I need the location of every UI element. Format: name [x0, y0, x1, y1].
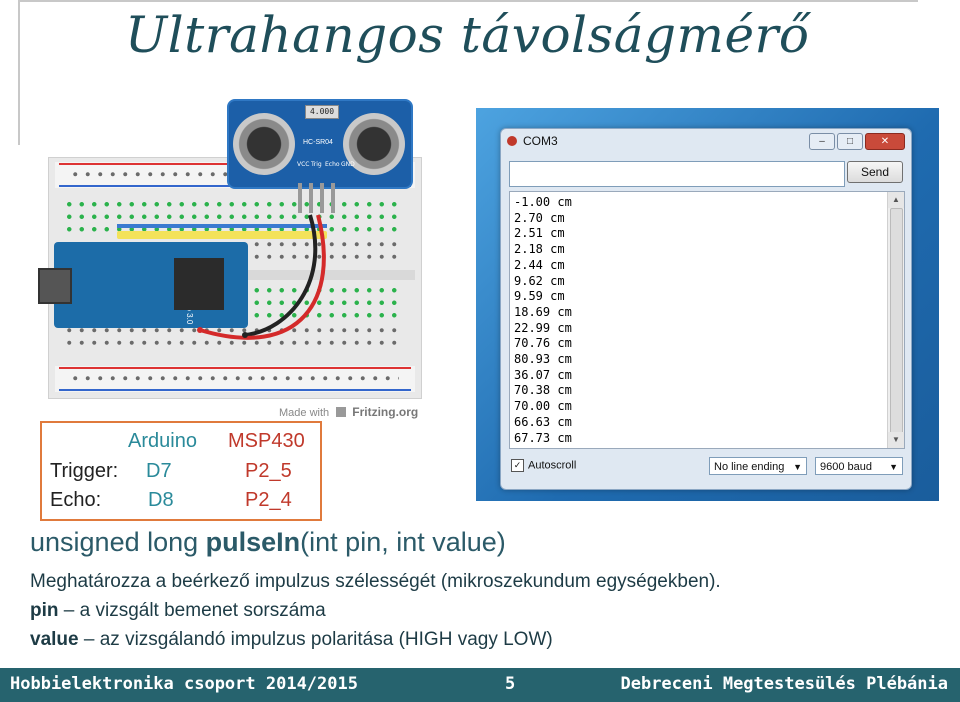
- autoscroll-option[interactable]: ✓ Autoscroll: [511, 459, 576, 472]
- output-line: 2.70 cm: [514, 210, 565, 225]
- pin-label-gnd: GND: [341, 161, 355, 168]
- scroll-thumb[interactable]: [890, 208, 903, 434]
- description-line-1: Meghatározza a beérkező impulzus széless…: [30, 571, 721, 592]
- function-args: (int pin, int value): [300, 527, 506, 557]
- output-line: 2.44 cm: [514, 257, 565, 272]
- autoscroll-label: Autoscroll: [528, 459, 577, 472]
- baud-value: 9600 baud: [820, 461, 872, 473]
- usb-connector: [38, 268, 72, 304]
- fritzing-credit: Made with Fritzing.org: [279, 405, 418, 419]
- output-line: 66.63 cm: [514, 414, 572, 429]
- output-line: 2.51 cm: [514, 226, 565, 241]
- scroll-up-icon[interactable]: ▲: [888, 192, 904, 208]
- jumper-yellow: [117, 231, 327, 239]
- maximize-icon[interactable]: □: [837, 133, 863, 150]
- ultrasonic-sensor: 4.000 HC-SR04 VCC Trig Echo GND: [227, 99, 413, 189]
- output-line: 2.18 cm: [514, 242, 565, 257]
- description-value: value – az vizsgálandó impulzus polaritá…: [30, 629, 553, 651]
- function-prefix: unsigned long: [30, 527, 206, 557]
- fritzing-logo-icon: [336, 407, 347, 417]
- output-line: 22.99 cm: [514, 320, 572, 335]
- fritzing-brand: Fritzing.org: [352, 405, 419, 419]
- slide-title: Ultrahangos távolságmérő: [125, 6, 810, 64]
- slide-footer: Hobbielektronika csoport 2014/2015 5 Deb…: [0, 668, 960, 702]
- output-line: -1.00 cm: [514, 195, 572, 209]
- function-signature: unsigned long pulseIn(int pin, int value…: [30, 527, 506, 558]
- pin-mapping-table: Arduino MSP430 Trigger: D7 P2_5 Echo: D8…: [40, 421, 322, 521]
- row-trigger-arduino: D7: [146, 460, 172, 482]
- sensor-model-label: HC-SR04: [303, 139, 333, 146]
- arduino-app-icon: [507, 136, 517, 146]
- value-text: – az vizsgálandó impulzus polaritása (HI…: [78, 629, 553, 650]
- minimize-icon[interactable]: –: [809, 133, 835, 150]
- crystal-oscillator: 4.000: [305, 105, 339, 119]
- output-line: 18.69 cm: [514, 304, 572, 319]
- output-line: 67.73 cm: [514, 430, 572, 445]
- value-term: value: [30, 629, 79, 650]
- footer-right: Debreceni Megtestesülés Plébánia: [620, 674, 948, 694]
- pin-text: – a vizsgált bemenet sorszáma: [58, 600, 326, 621]
- footer-left: Hobbielektronika csoport 2014/2015: [10, 674, 358, 694]
- serial-input[interactable]: [509, 161, 845, 187]
- output-line: 9.62 cm: [514, 273, 565, 288]
- jumper-blue: [117, 224, 327, 228]
- line-ending-select[interactable]: No line ending ▼: [709, 457, 807, 475]
- window-controls: – □ ✕: [809, 133, 905, 150]
- output-scrollbar[interactable]: ▲ ▼: [887, 192, 904, 448]
- top-divider-line: [18, 0, 918, 2]
- output-line: 70.38 cm: [514, 383, 572, 398]
- left-divider-line: [18, 0, 20, 145]
- made-with-text: Made with: [279, 407, 330, 419]
- row-echo-msp: P2_4: [245, 489, 292, 511]
- pin-label-echo: Echo: [325, 161, 340, 168]
- output-line: 9.59 cm: [514, 289, 565, 304]
- sensor-legs: [296, 183, 340, 213]
- output-line: 36.07 cm: [514, 367, 572, 382]
- icsp-header: [174, 258, 224, 310]
- row-trigger-msp: P2_5: [245, 460, 292, 482]
- transmitter-transducer: [233, 113, 295, 175]
- row-trigger-name: Trigger:: [50, 460, 119, 482]
- pin-term: pin: [30, 600, 59, 621]
- autoscroll-checkbox[interactable]: ✓: [511, 459, 524, 472]
- line-ending-value: No line ending: [714, 461, 785, 473]
- pin-label-trig: Trig: [311, 161, 322, 168]
- header-msp430: MSP430: [228, 430, 305, 452]
- function-name: pulseIn: [205, 527, 301, 557]
- receiver-transducer: [343, 113, 405, 175]
- output-line: 80.93 cm: [514, 352, 572, 367]
- output-line: 70.00 cm: [514, 399, 572, 414]
- page-number: 5: [505, 674, 516, 694]
- close-icon[interactable]: ✕: [865, 133, 905, 150]
- window-title: COM3: [523, 134, 558, 148]
- power-rail-bottom: [55, 366, 415, 392]
- baud-select[interactable]: 9600 baud ▼: [815, 457, 903, 475]
- header-arduino: Arduino: [128, 430, 197, 452]
- row-echo-arduino: D8: [148, 489, 174, 511]
- send-button[interactable]: Send: [847, 161, 903, 183]
- output-line: 70.76 cm: [514, 336, 572, 351]
- row-echo-name: Echo:: [50, 489, 102, 511]
- scroll-down-icon[interactable]: ▼: [888, 432, 904, 448]
- description-pin: pin – a vizsgált bemenet sorszáma: [30, 600, 326, 622]
- chevron-down-icon: ▼: [793, 462, 802, 472]
- chevron-down-icon: ▼: [889, 462, 898, 472]
- pin-label-vcc: VCC: [297, 161, 310, 168]
